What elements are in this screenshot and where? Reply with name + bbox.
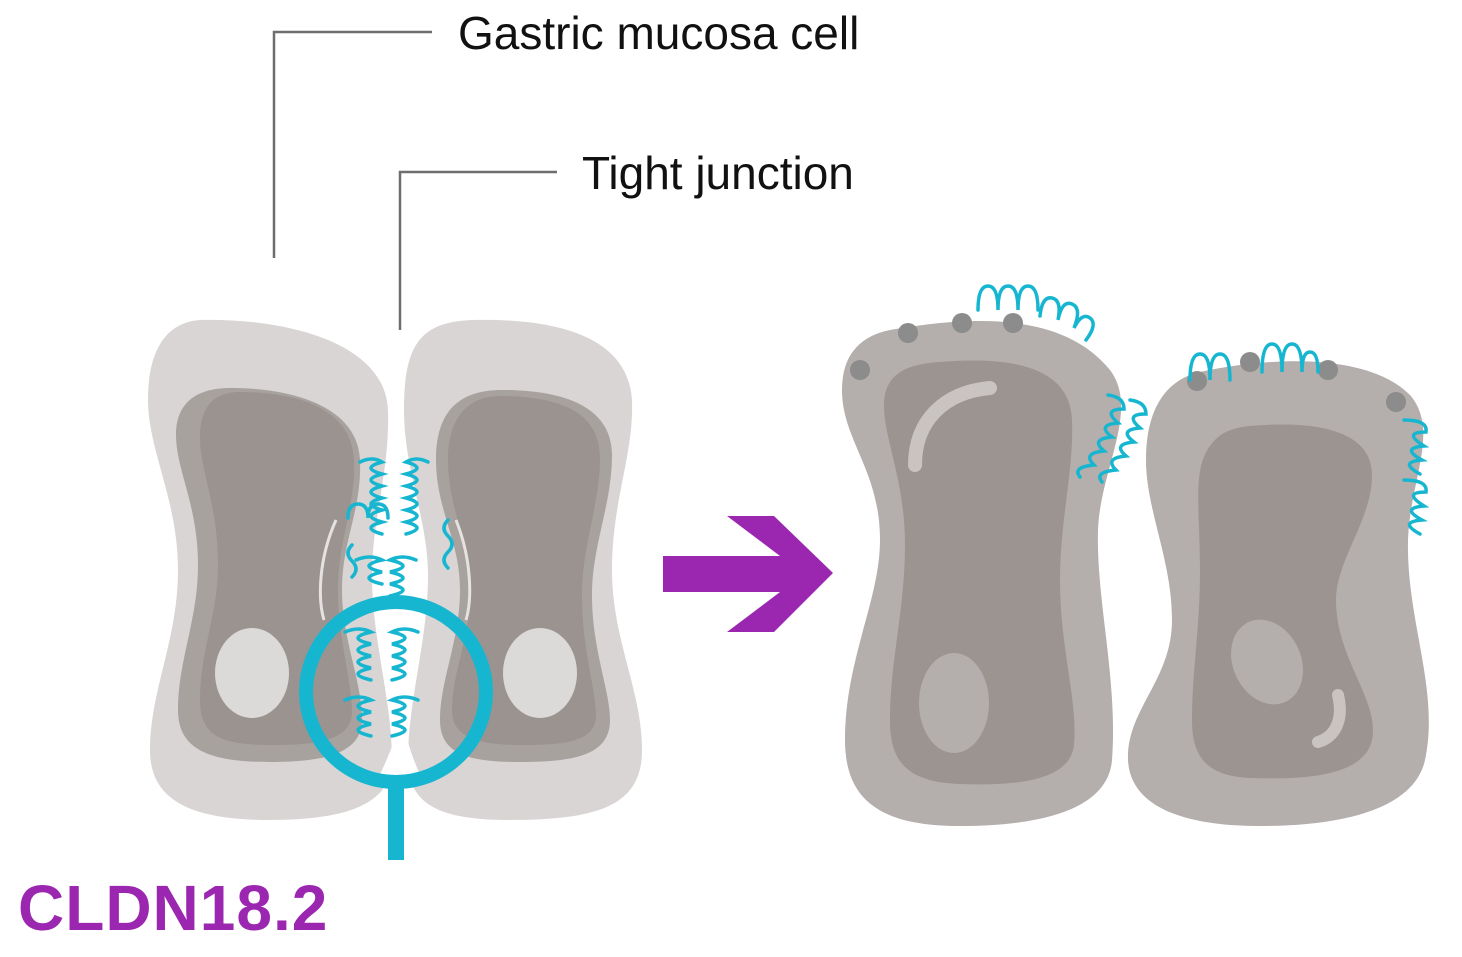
tumor-cell-right <box>1127 361 1429 826</box>
tumor-membrane-highlight-left <box>908 381 997 472</box>
gastric-mucosa-cell-label: Gastric mucosa cell <box>458 7 860 59</box>
tight-junction-strands-left <box>343 457 390 738</box>
junction-highlight-right <box>454 519 472 621</box>
gastric-leader-line <box>272 30 432 258</box>
tight-junction-leader-line <box>398 170 557 330</box>
tumor-membrane-highlight-right <box>1312 689 1346 748</box>
tight-junction-strands-right <box>384 457 454 738</box>
tight-junction-label: Tight junction <box>582 147 854 199</box>
cldn18-2-label: CLDN18.2 <box>18 872 329 944</box>
junction-highlight-left <box>318 519 338 621</box>
normal-cell-right <box>404 319 642 820</box>
nucleus-left <box>215 628 289 718</box>
tumor-cell-left <box>842 321 1122 826</box>
surface-dots <box>850 313 1406 412</box>
exposed-claudin-loops <box>976 284 1430 536</box>
magnifying-glass-icon <box>299 595 493 860</box>
tumor-nucleus-right <box>1231 619 1303 705</box>
right-arrow-icon <box>663 516 833 632</box>
intercellular-space <box>380 330 420 775</box>
tumor-nucleus-left <box>919 653 989 753</box>
nucleus-right <box>503 628 577 718</box>
